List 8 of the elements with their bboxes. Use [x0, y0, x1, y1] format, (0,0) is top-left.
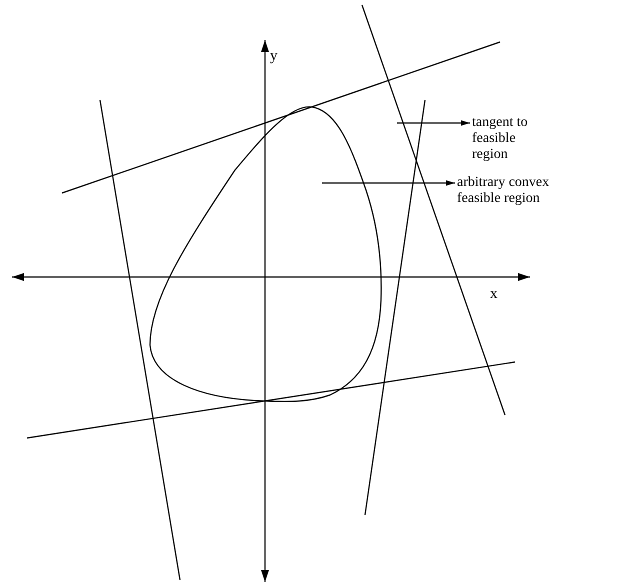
tangent-line — [364, 100, 426, 516]
leader-arrow — [322, 180, 455, 186]
feasible-region — [149, 106, 382, 402]
leader-arrow — [397, 120, 470, 126]
axis-label: x — [490, 286, 498, 303]
callout-text: tangent to feasible region — [472, 115, 550, 163]
axis-label: y — [270, 48, 278, 65]
callout-text: arbitrary convex feasible region — [457, 175, 569, 207]
